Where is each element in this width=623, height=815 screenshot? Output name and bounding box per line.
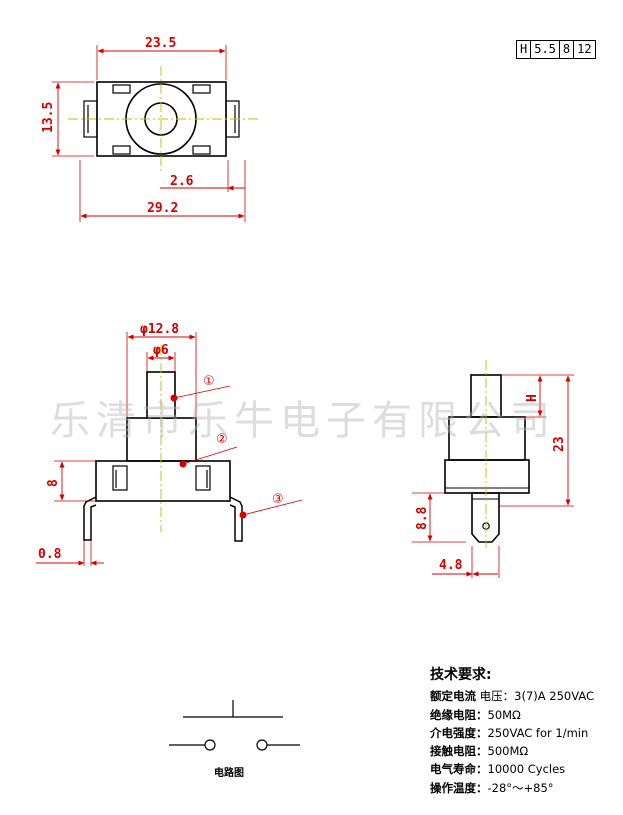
spec-key: 介电强度： (430, 725, 488, 740)
model-code-part: 5.5 (531, 41, 560, 58)
pin-thickness-label: 0.8 (38, 547, 62, 562)
callout-3: ③ (272, 492, 284, 507)
top-width-label: 23.5 (145, 36, 176, 51)
spec-row: 绝缘电阻：50MΩ (430, 706, 620, 724)
callout-2: ② (216, 432, 228, 447)
spec-block: 技术要求: 额定电流 电压：3(7)A 250VAC 绝缘电阻：50MΩ 介电强… (430, 666, 620, 797)
spec-value: 50MΩ (487, 707, 521, 722)
spec-key: 绝缘电阻： (430, 707, 488, 722)
side-view: H 23 8.8 4.8 (412, 360, 574, 578)
spec-key: 操作温度： (430, 780, 488, 795)
spec-row: 额定电流 电压：3(7)A 250VAC (430, 687, 620, 705)
side-total-label: 23 (552, 436, 567, 452)
spec-row: 电气寿命：10000 Cycles (430, 760, 620, 778)
spec-key: 电气寿命： (430, 762, 488, 777)
spec-value: 250VAC for 1/min (487, 725, 589, 740)
height-8-label: 8 (46, 479, 61, 487)
top-overall-label: 29.2 (147, 201, 178, 216)
top-view: 23.5 29.2 2.6 13.5 (41, 36, 258, 222)
spec-row: 接触电阻：500MΩ (430, 742, 620, 760)
spec-row: 操作温度：-28°～+85° (430, 779, 620, 797)
spec-value: 电压：3(7)A 250VAC (476, 689, 595, 704)
spec-row: 介电强度：250VAC for 1/min (430, 724, 620, 742)
spec-value: 500MΩ (487, 744, 529, 759)
spec-key: 接触电阻： (430, 744, 488, 759)
model-code-part: 12 (577, 42, 592, 56)
front-view: φ12.8 φ6 8 0.8 (36, 322, 303, 566)
terminal-width-label: 4.8 (439, 558, 463, 573)
outer-dia-label: φ12.8 (140, 322, 179, 337)
terminal-height-label: 8.8 (415, 506, 430, 530)
circuit-label: 电路图 (214, 768, 244, 779)
side-h-label: H (525, 394, 540, 402)
callout-1: ① (203, 374, 215, 389)
spec-value: -28°～+85° (487, 780, 554, 795)
model-code-part: 8 (560, 41, 575, 58)
spec-title: 技术要求: (430, 667, 492, 683)
spec-value: 10000 Cycles (487, 762, 566, 777)
top-height-label: 13.5 (41, 102, 56, 133)
spec-key: 额定电流 (430, 689, 476, 704)
model-code-box: H 5.5 8 12 (516, 40, 596, 59)
circuit-diagram (169, 700, 300, 751)
model-code-part: H (517, 41, 532, 58)
top-offset-label: 2.6 (170, 174, 194, 189)
